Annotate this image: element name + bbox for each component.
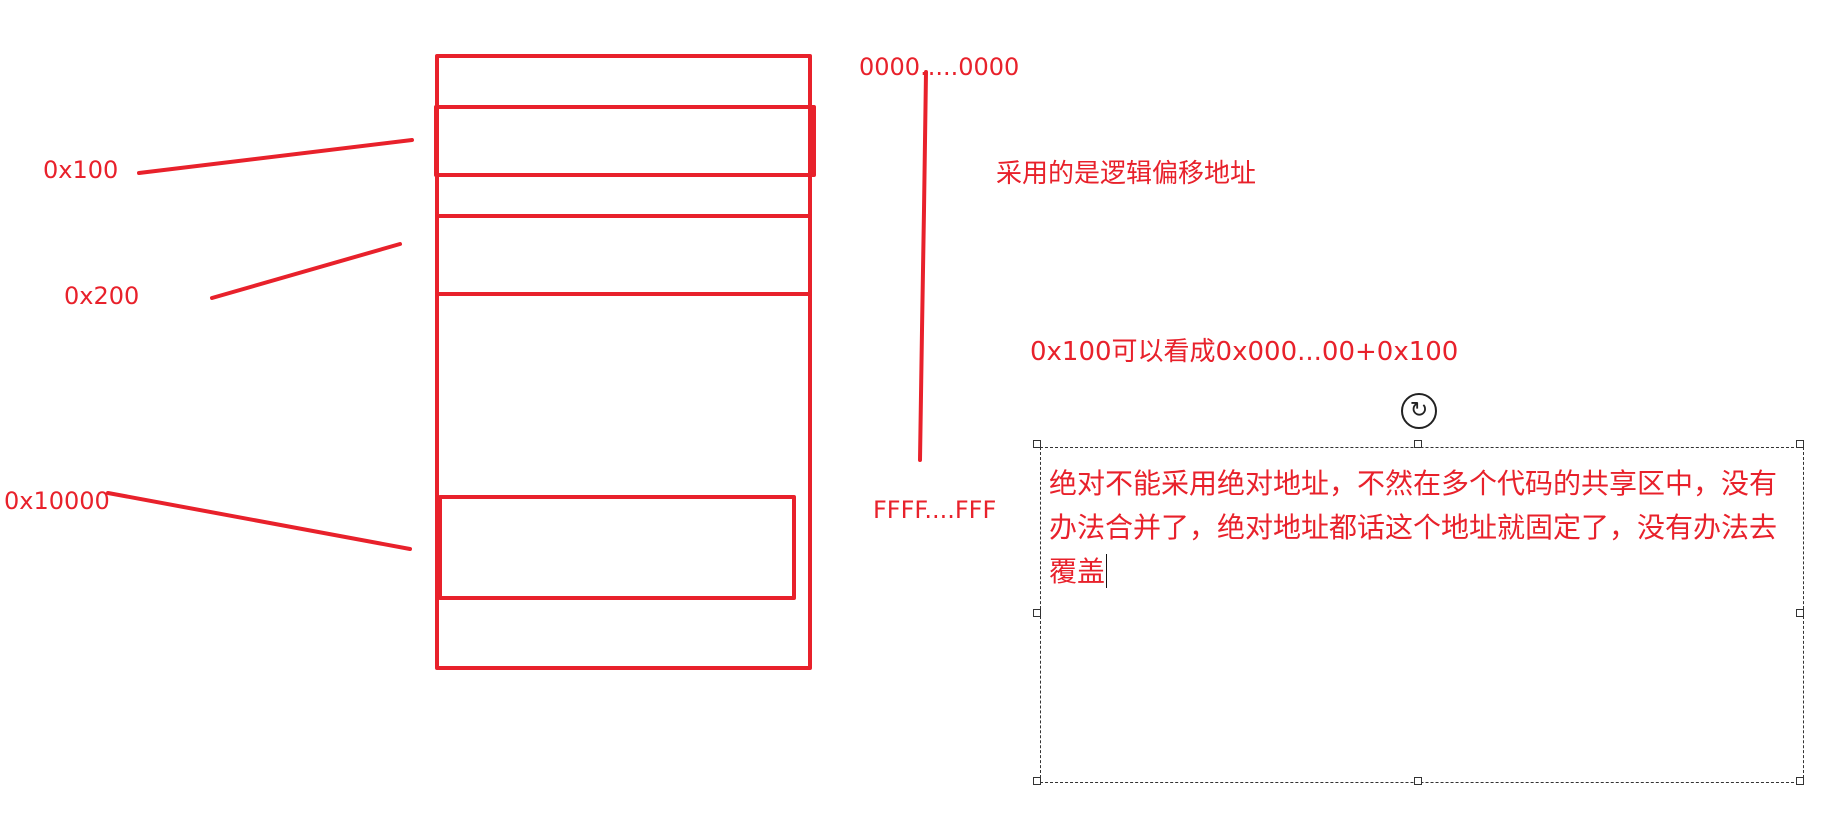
resize-handle-top-center[interactable] xyxy=(1414,440,1422,448)
memory-block-outline xyxy=(435,54,812,670)
label-0x200: 0x200 xyxy=(64,282,140,310)
pointer-line-0x200 xyxy=(210,242,402,300)
address-range-line xyxy=(918,70,928,462)
resize-handle-top-right[interactable] xyxy=(1796,440,1804,448)
label-range-start: 0000.....0000 xyxy=(859,53,1020,81)
text-box-text: 绝对不能采用绝对地址，不然在多个代码的共享区中，没有办法合并了，绝对地址都话这个… xyxy=(1049,467,1778,588)
label-range-end: FFFF....FFF xyxy=(873,496,997,524)
selected-text-box[interactable]: 绝对不能采用绝对地址，不然在多个代码的共享区中，没有办法合并了，绝对地址都话这个… xyxy=(1040,447,1804,783)
label-0x10000: 0x10000 xyxy=(4,487,110,515)
label-0x100: 0x100 xyxy=(43,156,119,184)
label-logical-offset: 采用的是逻辑偏移地址 xyxy=(996,159,1257,189)
text-box-content[interactable]: 绝对不能采用绝对地址，不然在多个代码的共享区中，没有办法合并了，绝对地址都话这个… xyxy=(1049,462,1797,594)
resize-handle-top-left[interactable] xyxy=(1033,440,1041,448)
text-cursor xyxy=(1106,554,1108,588)
label-offset-formula: 0x100可以看成0x000...00+0x100 xyxy=(1030,337,1459,367)
pointer-line-0x10000 xyxy=(106,491,412,551)
resize-handle-bottom-center[interactable] xyxy=(1414,777,1422,785)
rotate-icon[interactable]: ↻ xyxy=(1401,393,1437,429)
segment-0x100 xyxy=(434,105,816,177)
segment-0x10000 xyxy=(438,495,796,600)
resize-handle-bottom-left[interactable] xyxy=(1033,777,1041,785)
resize-handle-middle-right[interactable] xyxy=(1796,609,1804,617)
resize-handle-bottom-right[interactable] xyxy=(1796,777,1804,785)
pointer-line-0x100 xyxy=(137,138,414,175)
segment-0x200 xyxy=(435,214,812,296)
resize-handle-middle-left[interactable] xyxy=(1033,609,1041,617)
